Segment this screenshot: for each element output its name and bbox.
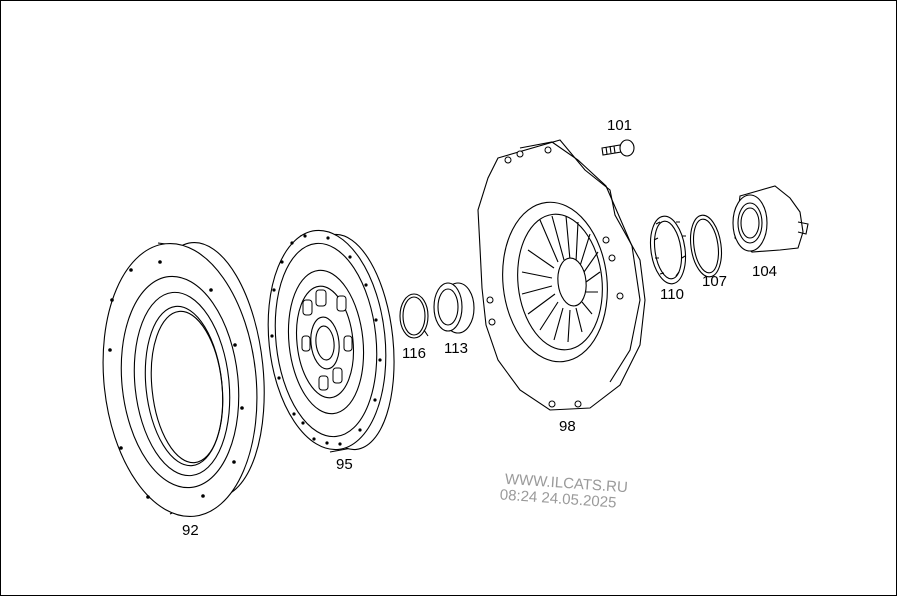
label-98: 98 xyxy=(559,418,576,435)
label-95: 95 xyxy=(336,456,353,473)
part-98-pressure-plate[interactable] xyxy=(477,139,646,411)
part-110-ring[interactable] xyxy=(646,214,689,286)
label-116: 116 xyxy=(402,345,426,362)
pressure-plate-bolt-holes xyxy=(486,146,624,408)
flywheel-bolt-holes xyxy=(108,260,244,499)
label-110: 110 xyxy=(660,286,684,303)
disc-rivets xyxy=(270,234,382,446)
label-113: 113 xyxy=(444,340,468,357)
part-92-flywheel[interactable] xyxy=(90,236,276,524)
label-101: 101 xyxy=(607,117,632,134)
part-113-bushing[interactable] xyxy=(433,282,475,334)
part-101-bolt[interactable] xyxy=(601,139,635,157)
watermark: WWW.ILCATS.RU 08:24 24.05.2025 xyxy=(499,471,628,512)
part-104-release-bearing[interactable] xyxy=(732,185,809,253)
label-104: 104 xyxy=(752,263,777,280)
part-107-washer[interactable] xyxy=(687,213,725,279)
part-116-snap-ring[interactable] xyxy=(399,293,429,339)
part-95-clutch-disc[interactable] xyxy=(258,225,404,456)
label-107: 107 xyxy=(702,273,727,290)
disc-damper-windows xyxy=(301,289,353,391)
diaphragm-spring-fingers xyxy=(521,215,601,343)
label-92: 92 xyxy=(182,522,199,539)
